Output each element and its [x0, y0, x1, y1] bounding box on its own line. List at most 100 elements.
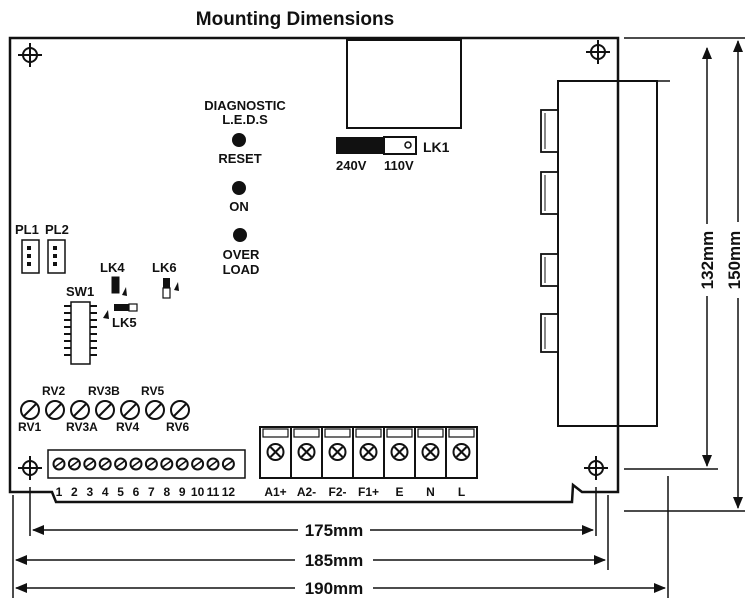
small-terminal-label: 5: [117, 485, 124, 499]
label-110v: 110V: [384, 158, 414, 173]
heatsink-tab: [540, 253, 559, 287]
board-outline: [8, 36, 620, 504]
voltage-link-lk1: [336, 136, 417, 155]
led-on: [232, 181, 246, 195]
rv2-label: RV2: [42, 384, 65, 398]
rv6-label: RV6: [166, 420, 189, 434]
rv1-label: RV1: [18, 420, 41, 434]
heatsink-tab: [540, 171, 559, 215]
dim-150mm-label: 150mm: [725, 231, 744, 290]
sw1-label: SW1: [66, 284, 94, 299]
rv3b-label: RV3B: [88, 384, 120, 398]
small-terminal-screw: [98, 457, 112, 471]
link-slot-110v: [383, 136, 417, 155]
small-terminal-label: 2: [71, 485, 78, 499]
small-terminal-screw: [129, 457, 143, 471]
power-terminal-labels: A1+ A2- F2- F1+ E N L: [264, 485, 465, 499]
small-terminal-strip: [47, 449, 246, 479]
small-terminal-label: 6: [133, 485, 140, 499]
power-terminal: [321, 426, 354, 479]
dim-190mm-label: 190mm: [305, 579, 364, 598]
potentiometer: [120, 400, 140, 420]
dim-132mm-label: 132mm: [698, 231, 717, 290]
power-terminal-label: A1+: [264, 485, 286, 499]
dip-switch-sw1: [64, 301, 97, 365]
led-reset: [232, 133, 246, 147]
small-terminal-screws: [52, 457, 235, 471]
power-terminal: [259, 426, 292, 479]
led-on-label: ON: [229, 199, 249, 214]
small-terminal-label: 3: [86, 485, 93, 499]
small-terminal-label: 4: [102, 485, 109, 499]
heatsink-tab: [540, 109, 559, 153]
potentiometer: [145, 400, 165, 420]
diagram-title: Mounting Dimensions: [196, 9, 394, 30]
dim-175mm-label: 175mm: [305, 521, 364, 540]
power-terminal-label: A2-: [297, 485, 316, 499]
potentiometer: [170, 400, 190, 420]
small-terminal-screw: [144, 457, 158, 471]
rv5-label: RV5: [141, 384, 164, 398]
lk1-label: LK1: [423, 139, 450, 155]
small-terminal-screw: [206, 457, 220, 471]
link-lk4: [111, 276, 127, 296]
small-terminal-screw: [114, 457, 128, 471]
small-terminal-label: 12: [222, 485, 236, 499]
lk5-label: LK5: [112, 315, 137, 330]
small-terminal-label: 9: [179, 485, 186, 499]
power-terminal: [414, 426, 447, 479]
led-overload-label-line2: LOAD: [223, 262, 260, 277]
led-overload-label-line1: OVER: [223, 247, 260, 262]
heatsink-component-tabs: [540, 109, 559, 353]
link-lk6: [162, 278, 179, 299]
small-terminal-screw: [67, 457, 81, 471]
small-terminal-label: 11: [207, 485, 220, 499]
leds-heading-line2: L.E.D.S: [222, 112, 268, 127]
small-terminal-screw: [160, 457, 174, 471]
power-terminal-block: [259, 426, 478, 479]
power-terminal-label: E: [395, 485, 403, 499]
potentiometer: [20, 400, 40, 420]
small-terminal-label: 10: [191, 485, 205, 499]
label-240v: 240V: [336, 158, 367, 173]
mounting-hole-bottom-right: [584, 456, 608, 480]
pl1-label: PL1: [15, 222, 39, 237]
rv4-label: RV4: [116, 420, 139, 434]
small-terminal-screw: [52, 457, 66, 471]
potentiometer: [95, 400, 115, 420]
transformer: [346, 39, 462, 129]
led-reset-label: RESET: [218, 151, 261, 166]
small-terminal-label: 1: [56, 485, 63, 499]
small-terminal-screw: [221, 457, 235, 471]
rv3a-label: RV3A: [66, 420, 98, 434]
heatsink: [557, 80, 658, 427]
power-terminal-label: N: [426, 485, 435, 499]
link-jumper-240v: [336, 137, 384, 154]
mounting-hole-bottom-left: [18, 456, 42, 480]
small-terminal-label: 7: [148, 485, 155, 499]
power-terminal: [445, 426, 478, 479]
power-terminal-label: F1+: [358, 485, 379, 499]
led-overload: [233, 228, 247, 242]
power-terminal-label: L: [458, 485, 465, 499]
power-terminal: [352, 426, 385, 479]
pl2-label: PL2: [45, 222, 69, 237]
lk4-label: LK4: [100, 260, 125, 275]
connector-pl1: [21, 239, 40, 274]
power-terminal: [290, 426, 323, 479]
mounting-hole-top-left: [18, 43, 42, 67]
small-terminal-screw: [175, 457, 189, 471]
small-terminal-screw: [191, 457, 205, 471]
potentiometer: [45, 400, 65, 420]
potentiometer-row: [20, 400, 190, 420]
heatsink-tab: [540, 313, 559, 353]
connector-pl2: [47, 239, 66, 274]
mounting-hole-top-right: [586, 40, 610, 64]
power-terminal-label: F2-: [329, 485, 347, 499]
small-terminal-label: 8: [163, 485, 170, 499]
leds-heading-line1: DIAGNOSTIC: [204, 98, 286, 113]
small-terminal-screw: [83, 457, 97, 471]
lk6-label: LK6: [152, 260, 177, 275]
power-terminal: [383, 426, 416, 479]
